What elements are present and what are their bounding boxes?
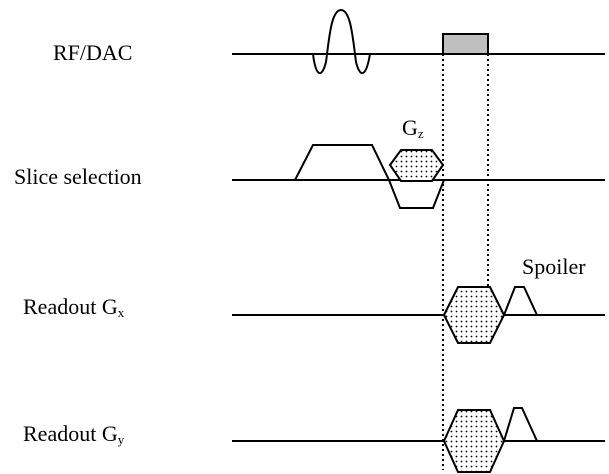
gz-negative-lobe [388,179,445,209]
spoiler-gx-trapezoid [503,286,538,316]
dac-acquisition-block [442,33,489,55]
readout-gx-hexagon [442,286,506,344]
gz-annotation: Gz [402,115,424,141]
readout-gx-label: Readout Gx [23,294,125,320]
rf-sinc-pulse [312,8,371,74]
readout-gy-hexagon [442,409,506,473]
readout-gy-subscript: y [117,432,125,447]
spoiler-annotation: Spoiler [522,254,586,279]
gz-annotation-subscript: z [417,126,424,141]
readout-gx-text: Readout G [23,294,118,319]
readout-gy-label: Readout Gy [23,421,125,447]
readout-gx-subscript: x [117,305,125,320]
slice-select-trapezoid [294,144,390,181]
readout-gy-text: Readout G [23,421,118,446]
gz-dotted-hexagon [388,149,445,182]
spoiler-gy-trapezoid [503,407,538,442]
rf-dac-label: RF/DAC [53,40,133,65]
gz-annotation-text: G [402,115,418,140]
slice-selection-label: Slice selection [14,164,142,189]
